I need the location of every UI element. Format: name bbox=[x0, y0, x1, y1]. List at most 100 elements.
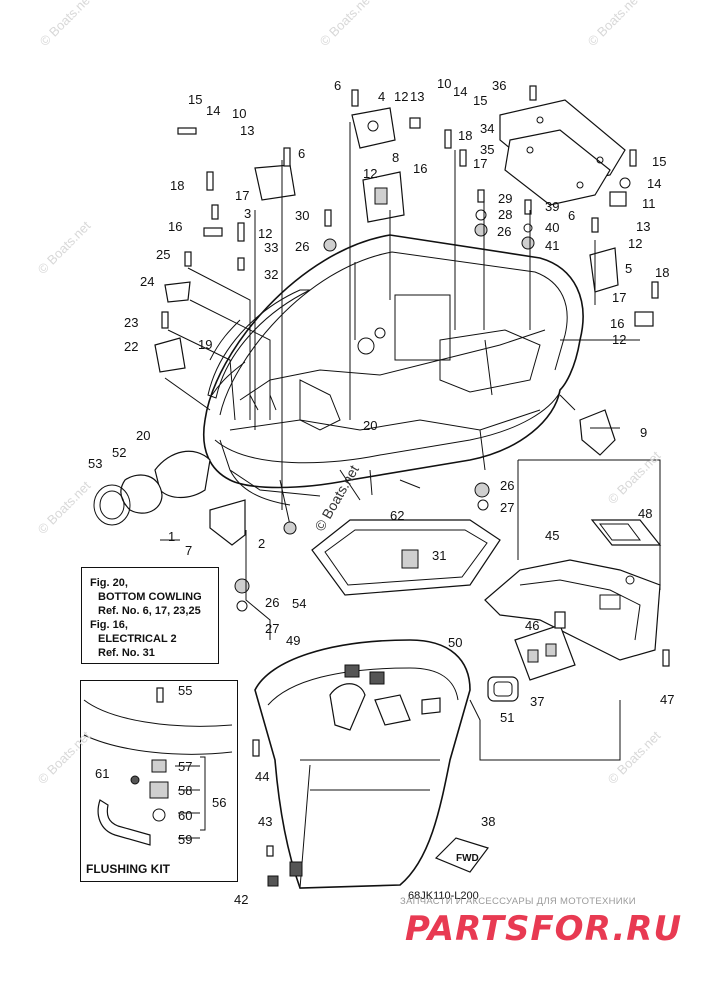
label-58: 58 bbox=[178, 783, 192, 798]
label-29: 29 bbox=[498, 191, 512, 206]
label-60: 60 bbox=[178, 808, 192, 823]
label-36: 36 bbox=[492, 78, 506, 93]
label-50: 50 bbox=[448, 635, 462, 650]
label-47: 47 bbox=[660, 692, 674, 707]
label-13b: 13 bbox=[410, 89, 424, 104]
part-37 bbox=[514, 624, 576, 681]
part-22 bbox=[154, 337, 186, 373]
label-5: 5 bbox=[625, 261, 632, 276]
flushing-kit-label: FLUSHING KIT bbox=[86, 862, 170, 876]
label-46: 46 bbox=[525, 618, 539, 633]
lower-bracket bbox=[484, 559, 661, 661]
label-7: 7 bbox=[185, 543, 192, 558]
grommets bbox=[329, 664, 441, 731]
label-40: 40 bbox=[545, 220, 559, 235]
label-18a: 18 bbox=[170, 178, 184, 193]
label-26d: 26 bbox=[265, 595, 279, 610]
label-27b: 27 bbox=[265, 621, 279, 636]
flushing-kit-box bbox=[80, 680, 238, 882]
part-4 bbox=[351, 107, 396, 149]
label-20a: 20 bbox=[363, 418, 377, 433]
label-31: 31 bbox=[432, 548, 446, 563]
label-28: 28 bbox=[498, 207, 512, 222]
label-10a: 10 bbox=[232, 106, 246, 121]
hose-parts bbox=[93, 450, 211, 526]
label-14b: 14 bbox=[453, 84, 467, 99]
label-9: 9 bbox=[640, 425, 647, 440]
part-51 bbox=[487, 676, 519, 702]
label-61: 61 bbox=[95, 766, 109, 781]
part-9 bbox=[579, 409, 616, 456]
label-41: 41 bbox=[545, 238, 559, 253]
label-12d: 12 bbox=[628, 236, 642, 251]
gasket-48 bbox=[590, 519, 662, 546]
upper-bracket bbox=[499, 99, 626, 206]
label-44: 44 bbox=[255, 769, 269, 784]
label-19: 19 bbox=[198, 337, 212, 352]
label-16b: 16 bbox=[413, 161, 427, 176]
label-55: 55 bbox=[178, 683, 192, 698]
label-52: 52 bbox=[112, 445, 126, 460]
ref-line-4: Fig. 16, bbox=[90, 619, 128, 631]
label-2: 2 bbox=[258, 536, 265, 551]
part-5 bbox=[589, 247, 619, 293]
ref-line-2: BOTTOM COWLING bbox=[98, 591, 202, 603]
ref-line-5: ELECTRICAL 2 bbox=[98, 633, 177, 645]
flushing-kit-parts bbox=[83, 687, 233, 846]
label-6c: 6 bbox=[568, 208, 575, 223]
part-7 bbox=[209, 499, 246, 546]
label-51: 51 bbox=[500, 710, 514, 725]
label-25: 25 bbox=[156, 247, 170, 262]
label-30: 30 bbox=[295, 208, 309, 223]
label-49: 49 bbox=[286, 633, 300, 648]
label-3: 3 bbox=[244, 206, 251, 221]
ref-line-1: Fig. 20, bbox=[90, 577, 128, 589]
label-54: 54 bbox=[292, 596, 306, 611]
label-32: 32 bbox=[264, 267, 278, 282]
part-8 bbox=[362, 171, 405, 223]
label-12c: 12 bbox=[363, 166, 377, 181]
label-13a: 13 bbox=[240, 123, 254, 138]
label-17c: 17 bbox=[612, 290, 626, 305]
label-8: 8 bbox=[392, 150, 399, 165]
label-53: 53 bbox=[88, 456, 102, 471]
label-16a: 16 bbox=[168, 219, 182, 234]
reference-note: Fig. 20, BOTTOM COWLING Ref. No. 6, 17, … bbox=[81, 567, 219, 664]
fwd-label: FWD bbox=[456, 853, 479, 864]
banner-small-text: ЗАПЧАСТИ И АКСЕССУАРЫ ДЛЯ МОТОТЕХНИКИ bbox=[400, 896, 636, 907]
label-17b: 17 bbox=[473, 156, 487, 171]
label-11: 11 bbox=[642, 196, 656, 211]
label-14a: 14 bbox=[206, 103, 220, 118]
label-26a: 26 bbox=[295, 239, 309, 254]
part-3 bbox=[254, 164, 296, 201]
ref-line-6: Ref. No. 31 bbox=[98, 647, 155, 659]
label-18b: 18 bbox=[458, 128, 472, 143]
label-59: 59 bbox=[178, 832, 192, 847]
label-22: 22 bbox=[124, 339, 138, 354]
label-45: 45 bbox=[545, 528, 559, 543]
label-43: 43 bbox=[258, 814, 272, 829]
label-56: 56 bbox=[212, 795, 226, 810]
fasteners bbox=[161, 85, 670, 887]
label-62: 62 bbox=[390, 508, 404, 523]
label-6a: 6 bbox=[334, 78, 341, 93]
label-12a: 12 bbox=[258, 226, 272, 241]
part-24 bbox=[164, 281, 191, 303]
label-6b: 6 bbox=[298, 146, 305, 161]
label-26b: 26 bbox=[497, 224, 511, 239]
seal-strip bbox=[207, 289, 311, 399]
label-15a: 15 bbox=[188, 92, 202, 107]
label-13c: 13 bbox=[636, 219, 650, 234]
leader-lines bbox=[160, 122, 661, 839]
label-23: 23 bbox=[124, 315, 138, 330]
label-57: 57 bbox=[178, 759, 192, 774]
lower-cover bbox=[254, 639, 471, 889]
label-15b: 15 bbox=[473, 93, 487, 108]
label-14c: 14 bbox=[647, 176, 661, 191]
label-37: 37 bbox=[530, 694, 544, 709]
drawing-code: 68JK110-L200 bbox=[408, 890, 479, 902]
label-48: 48 bbox=[638, 506, 652, 521]
label-33: 33 bbox=[264, 240, 278, 255]
